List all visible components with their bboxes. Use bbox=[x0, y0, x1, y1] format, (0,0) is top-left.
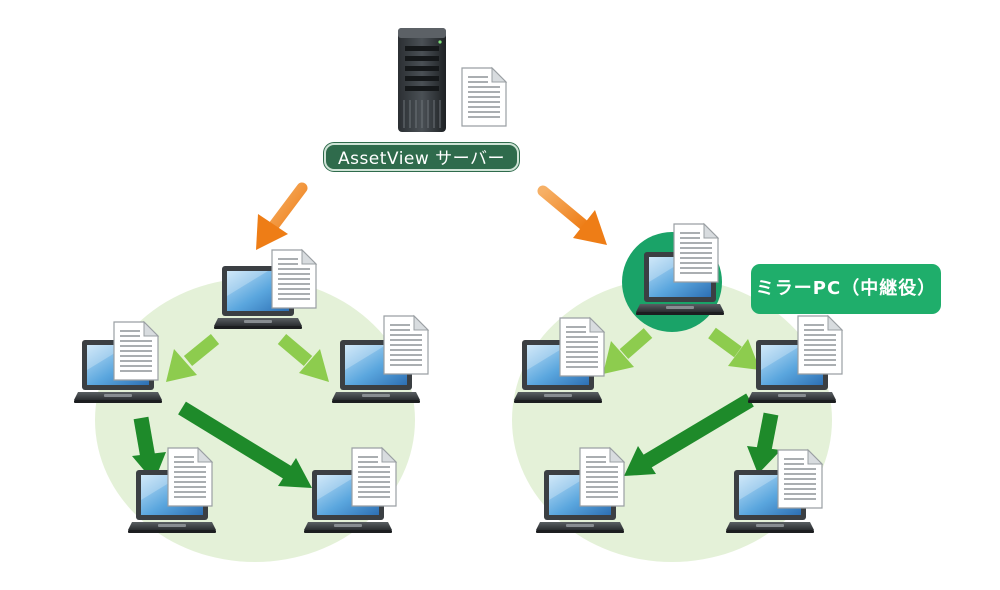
mirror-pc-label: ミラーPC（中継役） bbox=[751, 264, 941, 314]
arrow-server-to-left-icon bbox=[256, 182, 308, 250]
arrow-mirror-to-right-icon bbox=[708, 327, 760, 370]
right-bottom-right-document-icon bbox=[777, 449, 823, 509]
server-label: AssetView サーバー bbox=[324, 143, 519, 171]
server-icon bbox=[398, 28, 446, 132]
arrow-right-mid-to-bottom-right-icon bbox=[747, 412, 781, 474]
arrow-server-to-mirror-icon bbox=[537, 185, 607, 245]
left-bottom-right-document-icon bbox=[351, 447, 397, 507]
mirror-pc-document-icon bbox=[673, 223, 719, 283]
left-mid-document-icon bbox=[113, 321, 159, 381]
left-bottom-left-document-icon bbox=[167, 447, 213, 507]
left-top-document-icon bbox=[271, 249, 317, 309]
arrow-right-mid-to-bottom-left-icon bbox=[624, 393, 754, 476]
arrow-left-top-to-left-icon bbox=[166, 333, 220, 382]
arrow-left-top-to-right-icon bbox=[277, 334, 329, 382]
right-bottom-left-document-icon bbox=[579, 447, 625, 507]
left-right-document-icon bbox=[383, 315, 429, 375]
server-document-icon bbox=[461, 67, 507, 127]
arrow-mirror-to-left-icon bbox=[603, 328, 653, 374]
arrow-left-mid-to-bottom-left-icon bbox=[132, 416, 166, 482]
right-right-document-icon bbox=[797, 315, 843, 375]
arrow-left-mid-to-bottom-right-icon bbox=[178, 401, 312, 488]
right-left-document-icon bbox=[559, 317, 605, 377]
